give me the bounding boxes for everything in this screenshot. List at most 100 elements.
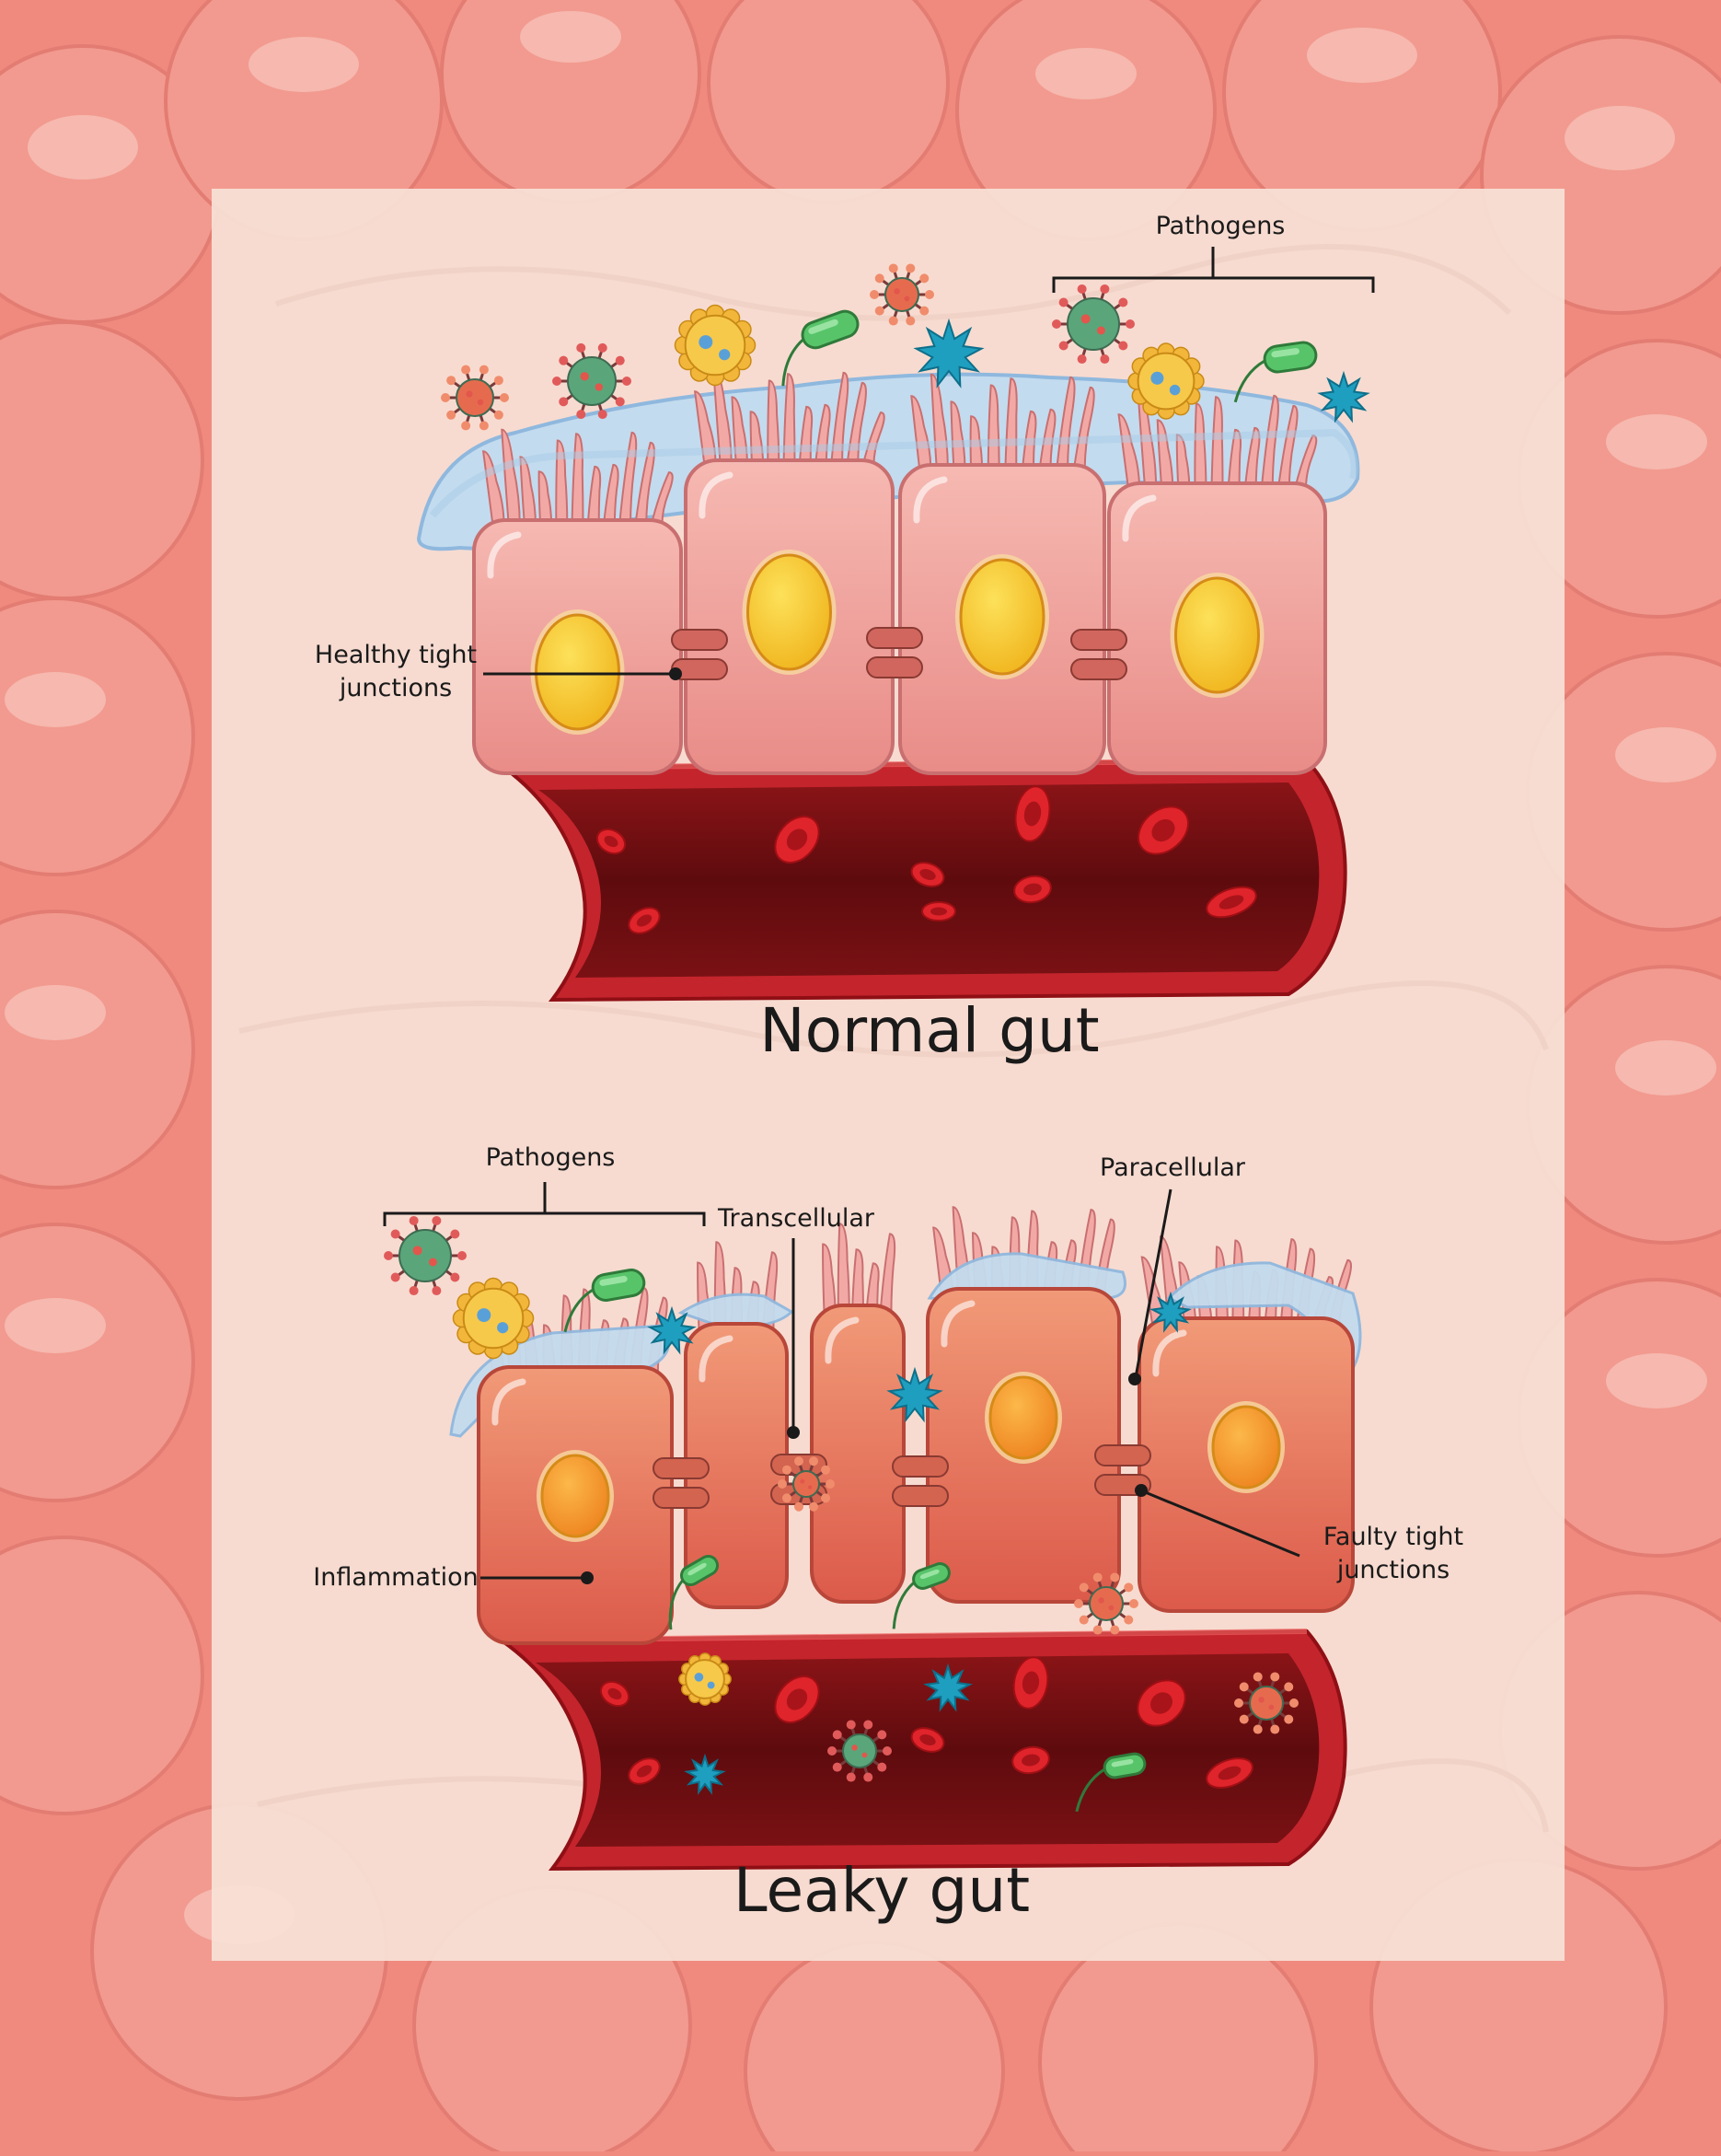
virus-spike-tip xyxy=(1253,1672,1263,1682)
rbc-center xyxy=(1023,883,1042,896)
spiky-pathogen xyxy=(647,1305,697,1355)
virus-spike-tip xyxy=(906,316,916,326)
coccus-body xyxy=(1137,352,1195,411)
coccus-body xyxy=(685,1659,725,1699)
bacillus-body xyxy=(801,309,860,350)
coccus-dot xyxy=(707,1681,715,1689)
red-blood-cell xyxy=(910,1727,945,1753)
rbc-center xyxy=(1219,895,1244,910)
microvillus xyxy=(865,1262,880,1316)
virus-spike-tip xyxy=(1118,341,1128,351)
virus-spike-tip xyxy=(479,421,489,431)
virus-dot xyxy=(807,1485,813,1489)
coccus-dot xyxy=(699,335,713,350)
virus-spike-tip xyxy=(919,306,930,316)
pathogens-in-bloodstream xyxy=(678,1652,1299,1813)
rbc-center xyxy=(1150,1692,1172,1714)
virus-spike-tip xyxy=(1052,319,1061,329)
virus xyxy=(384,1215,467,1296)
bacillus-highlight xyxy=(808,319,838,334)
bacillus-highlight xyxy=(1111,1758,1134,1768)
paracellular-label: Paracellular xyxy=(1100,1153,1246,1182)
virus-spike-tip xyxy=(832,1762,842,1772)
virus-dot xyxy=(1258,1697,1265,1703)
virus-dot xyxy=(800,1478,805,1484)
virus-spike-tip xyxy=(597,342,607,353)
leaky-gut-title: Leaky gut xyxy=(733,1855,1030,1926)
bacillus-body xyxy=(1103,1752,1147,1779)
virus-spike-tip xyxy=(457,1251,467,1260)
virus-spike-tip xyxy=(925,290,934,299)
cell-highlight xyxy=(941,1300,976,1348)
red-blood-cell xyxy=(1137,1679,1186,1727)
nucleus xyxy=(746,553,832,671)
virus-spike-tip xyxy=(827,1746,837,1756)
virus-spike-tip xyxy=(821,1465,831,1475)
normal-red-blood-cells xyxy=(595,785,1257,934)
red-blood-cell xyxy=(1011,1745,1050,1775)
virus-spike-tip xyxy=(390,1272,400,1282)
virus-spike-tip xyxy=(576,410,586,420)
normal-epithelial-cell xyxy=(684,458,895,775)
virus-spike-tip xyxy=(863,1772,873,1782)
cell-highlight xyxy=(491,1378,526,1426)
cell-highlight xyxy=(1152,1329,1187,1377)
leaky-red-blood-cells xyxy=(599,1656,1253,1789)
virus-spike-tip xyxy=(450,1229,460,1239)
bacillus xyxy=(781,309,860,387)
normal-gut-title: Normal gut xyxy=(759,995,1099,1066)
virus-spike-tip xyxy=(1079,1615,1089,1625)
virus-spike-tip xyxy=(479,365,489,375)
virus-dot xyxy=(412,1246,422,1256)
spiky-pathogen xyxy=(923,1663,973,1712)
microvillus xyxy=(1210,396,1224,490)
virus-spike-tip xyxy=(778,1479,787,1489)
microvillus xyxy=(1175,434,1191,490)
microvillus xyxy=(1293,435,1318,490)
junction-strand xyxy=(866,627,923,649)
red-blood-cell xyxy=(1012,1656,1049,1710)
virus-dot xyxy=(851,1745,858,1751)
bacillus-highlight xyxy=(599,1275,628,1286)
virus-dot xyxy=(1268,1704,1275,1710)
virus-spike-tip xyxy=(409,1215,419,1225)
coccus-dot xyxy=(694,1672,704,1682)
virus-small xyxy=(1234,1672,1299,1734)
cell-highlight xyxy=(699,1335,733,1383)
normal-epithelial-cell xyxy=(472,518,683,775)
virus-dot xyxy=(466,390,473,398)
virus-spike-tip xyxy=(461,365,471,375)
cell-highlight xyxy=(913,476,948,524)
virus-spike-tip xyxy=(1253,1724,1263,1734)
normal-blood-vessel xyxy=(499,758,1347,1003)
coccus xyxy=(674,304,757,387)
microvillus xyxy=(1260,394,1279,490)
virus xyxy=(827,1720,892,1782)
red-blood-cell xyxy=(1206,1757,1253,1789)
red-blood-cell xyxy=(599,1680,630,1708)
virus-spike-tip xyxy=(500,393,509,402)
leaky-epithelial-cell xyxy=(1138,1316,1355,1613)
virus-spike-tip xyxy=(1077,284,1087,294)
normal-pathogens xyxy=(441,263,1370,431)
microvillus xyxy=(879,1233,896,1316)
virus-spike-tip xyxy=(1110,1625,1120,1635)
red-blood-cell xyxy=(595,828,627,855)
virus xyxy=(1052,284,1135,365)
junction-strand xyxy=(1070,629,1127,651)
coccus-dot xyxy=(719,349,731,361)
leaky-gut-section: Pathogens Transcellular Paracellular Inf… xyxy=(313,1143,1463,1926)
junction-strand xyxy=(892,1485,949,1507)
nucleus xyxy=(540,1454,610,1538)
virus-spike-tip xyxy=(832,1730,842,1740)
bacillus-highlight xyxy=(919,1569,940,1580)
nucleus xyxy=(959,558,1045,676)
virus-spike-tip xyxy=(597,410,607,420)
virus-spike-tip xyxy=(1079,1582,1089,1593)
red-blood-cell xyxy=(921,901,956,922)
virus-spike-tip xyxy=(576,342,586,353)
junction-strand xyxy=(866,656,923,678)
virus-small xyxy=(870,263,934,326)
rbc-center xyxy=(607,1687,622,1700)
